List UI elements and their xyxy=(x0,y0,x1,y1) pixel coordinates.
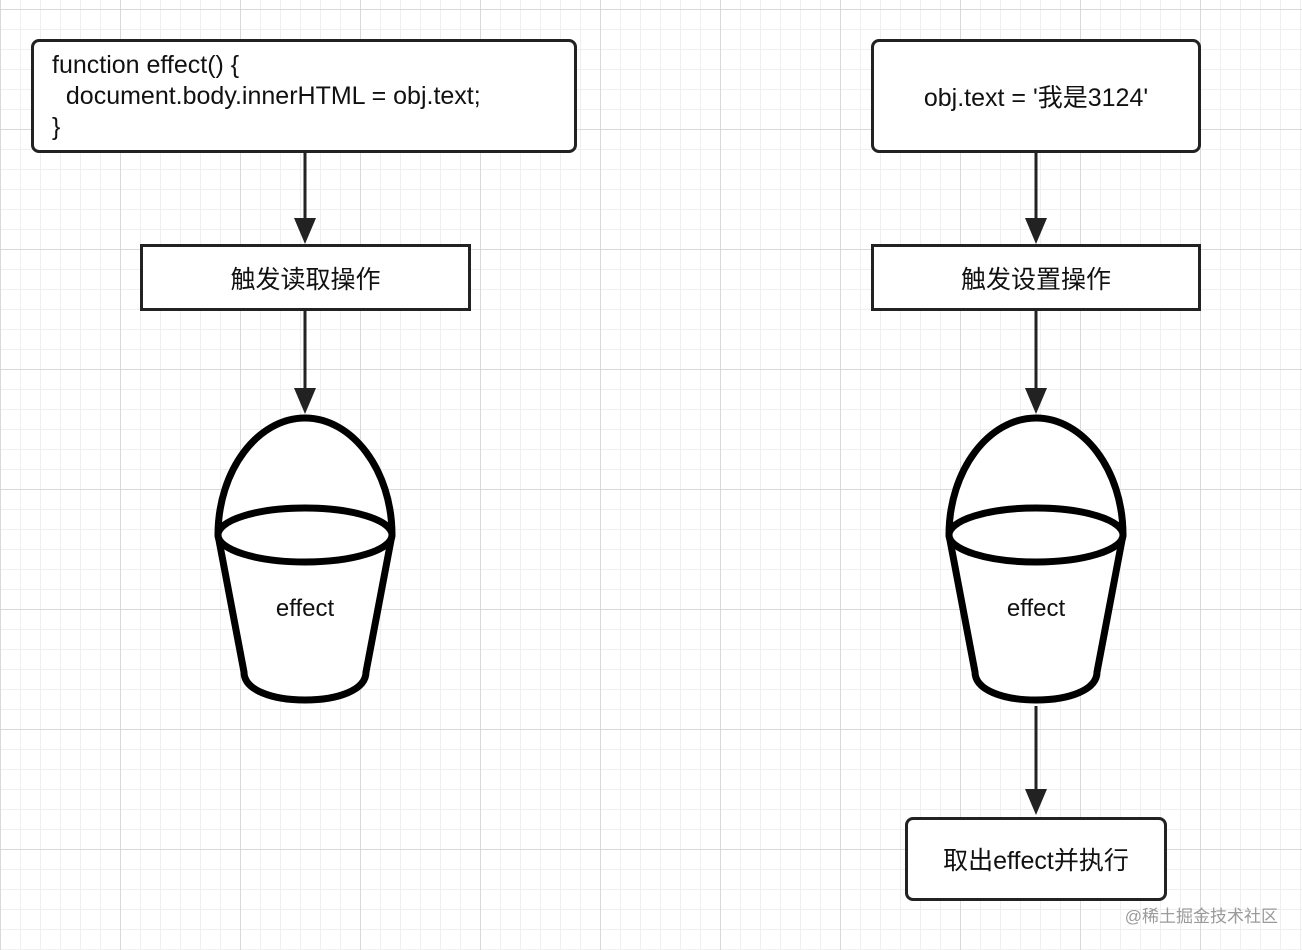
effect-function-box: function effect() { document.body.innerH… xyxy=(31,39,577,153)
read-operation-label: 触发读取操作 xyxy=(230,265,381,294)
effect-function-code: function effect() { document.body.innerH… xyxy=(52,50,481,143)
arrow-set-to-bucket xyxy=(1025,311,1047,414)
code-line-2: document.body.innerHTML = obj.text; xyxy=(52,81,481,110)
assignment-box: obj.text = '我是3124' xyxy=(871,39,1201,153)
execute-effect-label: 取出effect并执行 xyxy=(943,847,1129,875)
right-bucket-icon xyxy=(945,414,1127,704)
arrow-bucket-to-execute xyxy=(1025,706,1047,815)
code-line-3: } xyxy=(52,112,61,141)
assignment-code: obj.text = '我是3124' xyxy=(923,84,1149,112)
watermark: @稀土掘金技术社区 xyxy=(1124,907,1278,926)
set-operation-label: 触发设置操作 xyxy=(960,265,1111,294)
left-bucket-label: effect xyxy=(275,595,335,622)
read-operation-box: 触发读取操作 xyxy=(140,244,471,311)
left-bucket-icon xyxy=(214,414,396,704)
set-operation-box: 触发设置操作 xyxy=(871,244,1201,311)
arrow-assign-to-set xyxy=(1025,153,1047,244)
arrow-code-to-read xyxy=(294,153,316,244)
arrow-read-to-bucket xyxy=(294,311,316,414)
execute-effect-box: 取出effect并执行 xyxy=(905,817,1167,901)
code-line-1: function effect() { xyxy=(52,50,240,79)
right-bucket-label: effect xyxy=(1006,595,1066,622)
